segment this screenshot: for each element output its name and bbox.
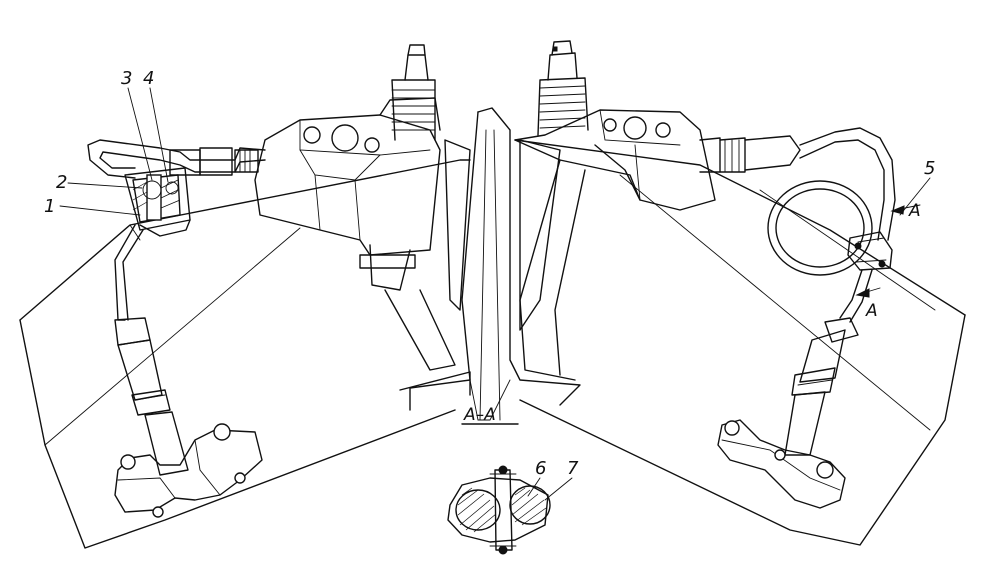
right-pipe-loop [759, 180, 936, 311]
center-v-section [409, 107, 581, 421]
section-cut-arrows [855, 204, 921, 298]
engine-block-left [19, 159, 471, 549]
callout-leaders [59, 87, 931, 501]
section-mark-lower: A [865, 301, 878, 321]
right-injector-body [514, 109, 716, 211]
right-fuel-pipe-upper [699, 127, 896, 241]
right-pipe-clamp [847, 231, 893, 271]
right-fuel-pipe-lower [784, 269, 873, 456]
callout-7: 7 [567, 458, 579, 479]
left-injector-nozzle [359, 244, 471, 396]
left-fuel-pipe-upper [87, 139, 266, 179]
section-mark-upper: A [908, 201, 921, 221]
callout-6: 6 [535, 458, 546, 479]
left-fuel-pipe-lower [114, 224, 189, 476]
right-injector-nozzle [519, 159, 586, 381]
engine-block-right [514, 139, 966, 546]
section-detail-a-a [447, 423, 551, 555]
right-spring-cap [537, 40, 589, 136]
section-label: A–A [463, 405, 496, 425]
left-pump-fitting [114, 423, 263, 518]
left-spring-cap [391, 44, 436, 141]
right-pump-fitting [717, 419, 846, 509]
callout-2: 2 [56, 172, 67, 193]
callout-4: 4 [143, 68, 154, 89]
callout-1: 1 [44, 196, 55, 217]
callout-5: 5 [924, 158, 935, 179]
left-pipe-clamp [124, 167, 191, 237]
callout-3: 3 [121, 68, 132, 89]
left-injector-body [254, 97, 441, 256]
